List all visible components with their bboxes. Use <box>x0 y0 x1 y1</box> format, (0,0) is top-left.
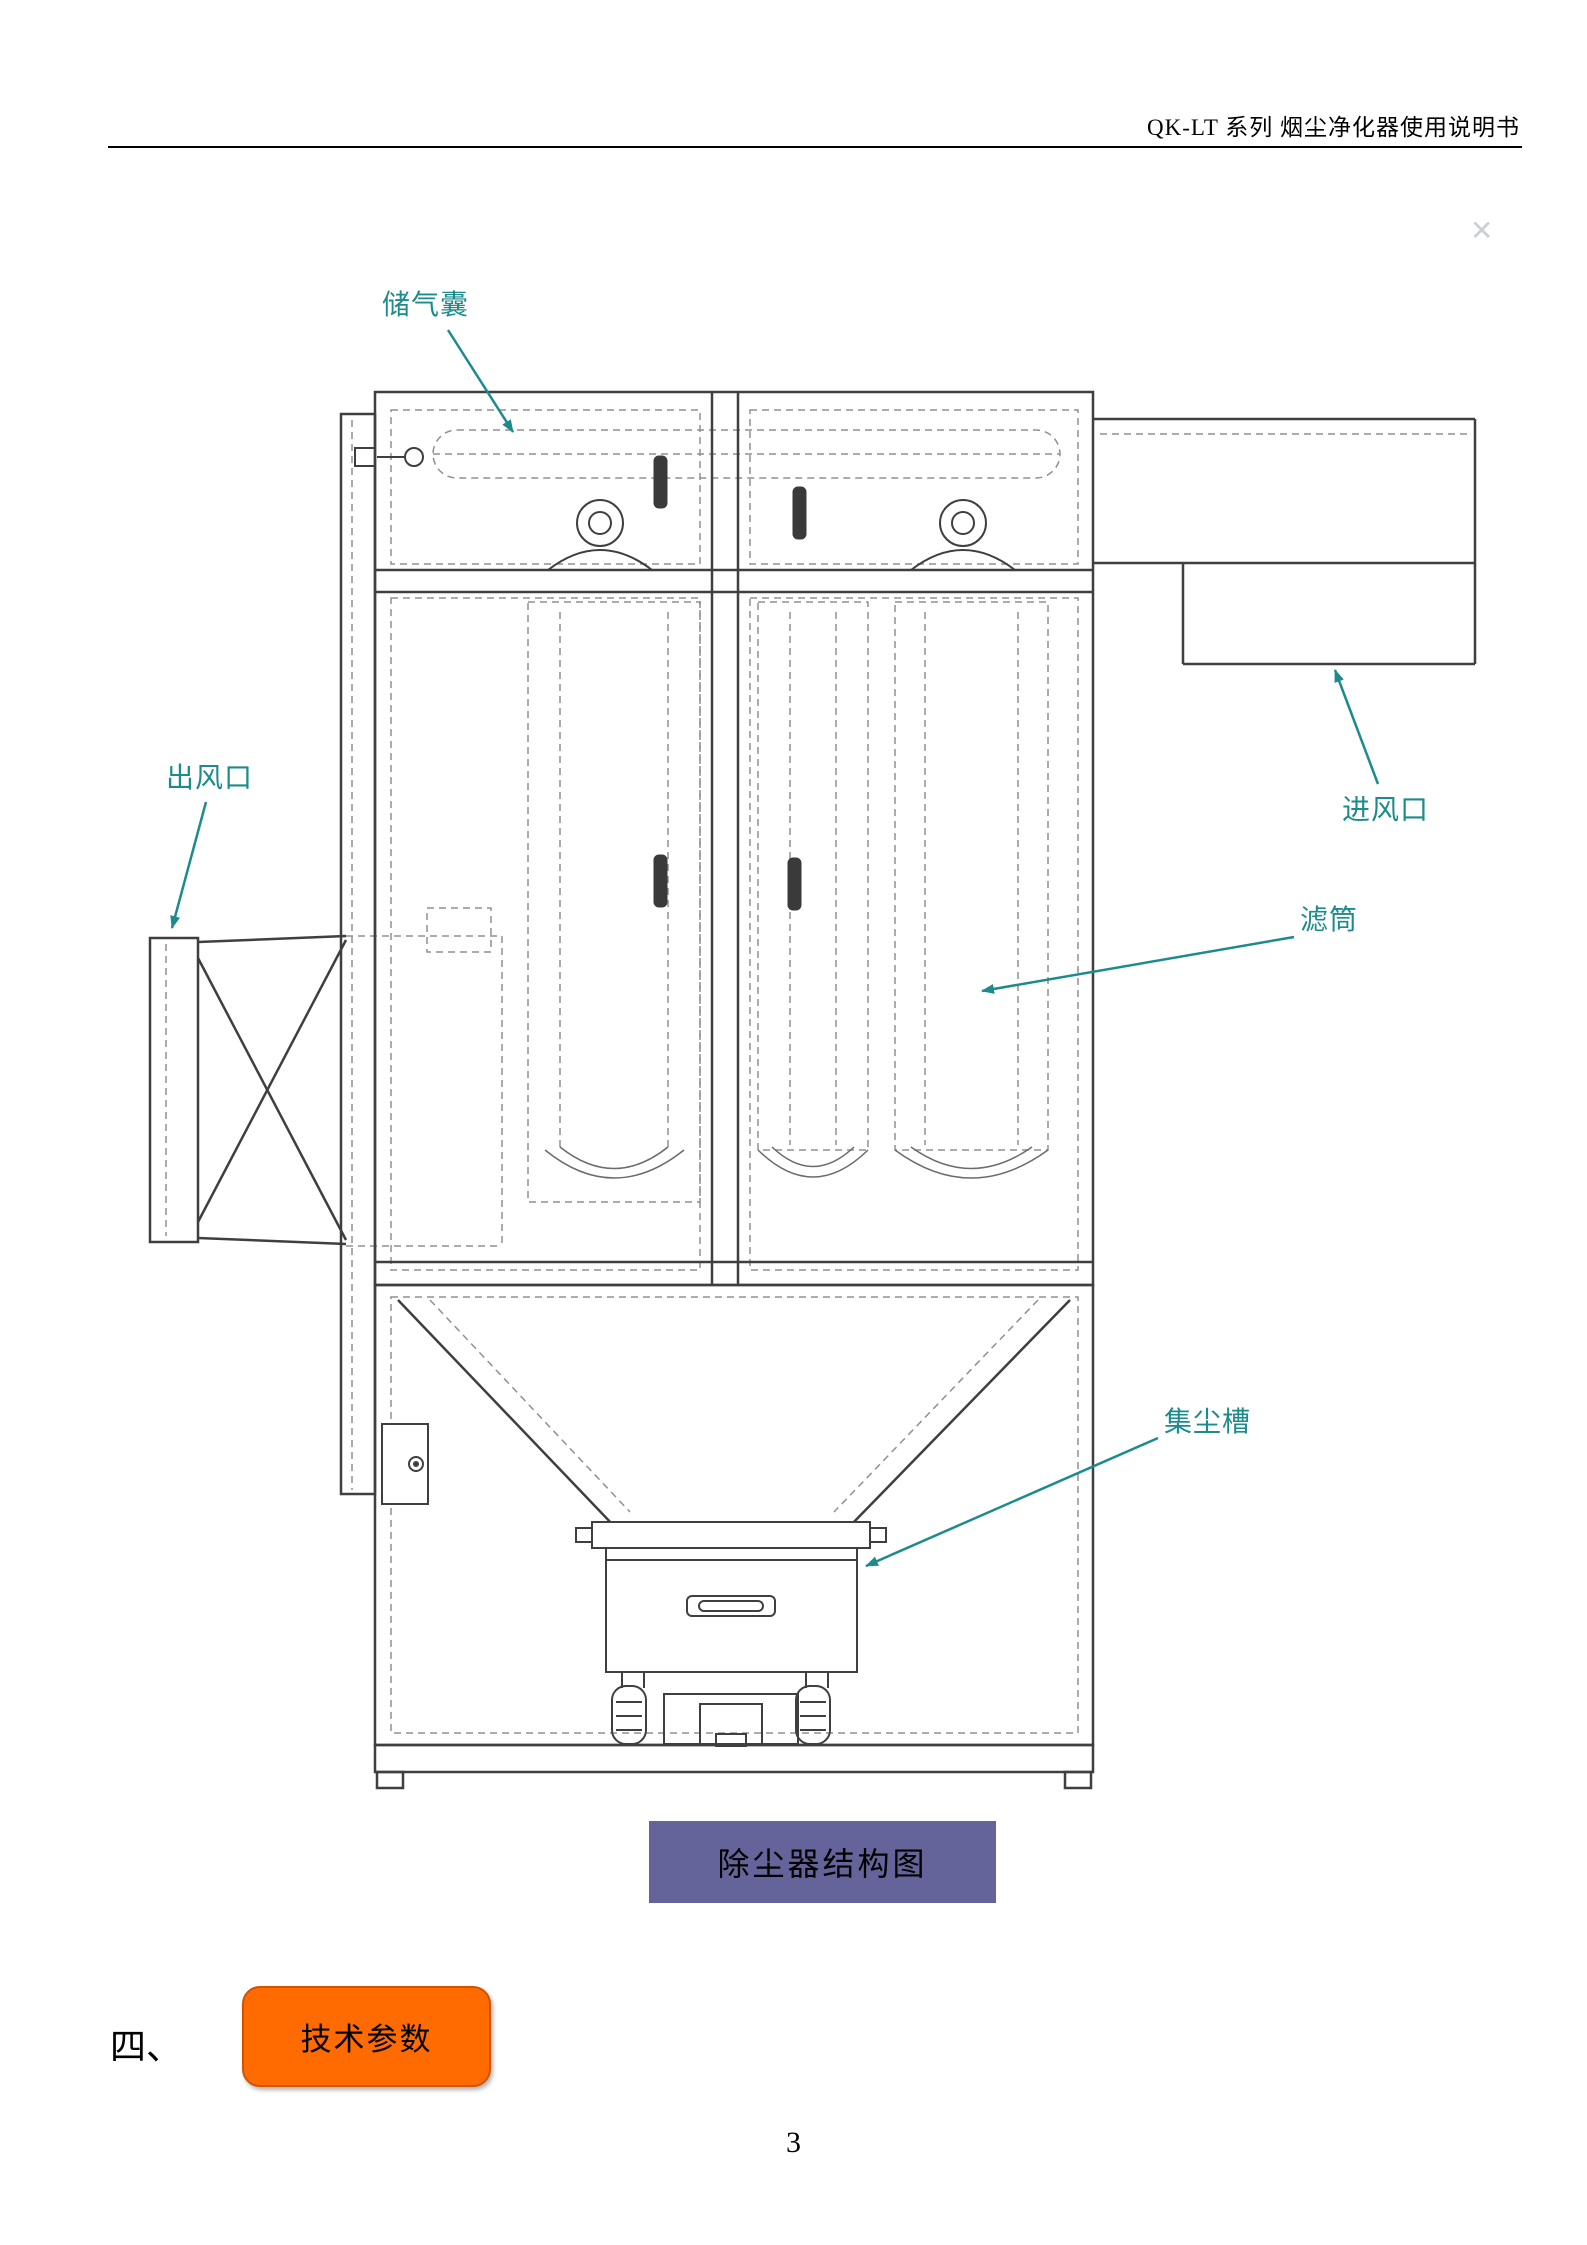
air-outlet-arrow <box>170 801 208 929</box>
dust-tray-arrow <box>865 1436 1159 1568</box>
pulse-valves <box>354 447 1016 571</box>
page-number: 3 <box>786 2126 801 2159</box>
section-number: 四、 <box>110 2027 183 2067</box>
air-bag-arrow <box>446 329 515 433</box>
air-inlet-arrow <box>1333 669 1380 785</box>
watermark-icon: ✕ <box>1470 214 1494 247</box>
label-air-outlet: 出风口 <box>166 763 254 794</box>
label-air-inlet: 进风口 <box>1342 795 1430 826</box>
diagram-caption-text: 除尘器结构图 <box>717 1846 928 1882</box>
hopper-funnel <box>397 1299 1071 1527</box>
label-filter-cartridge: 滤筒 <box>1300 905 1359 936</box>
label-air-bag: 储气囊 <box>382 290 470 321</box>
filter-cartridge-arrow <box>981 935 1295 994</box>
control-box <box>381 1423 429 1505</box>
outlet-duct <box>148 934 348 1246</box>
tech-params-button: 技术参数 <box>242 1986 491 2087</box>
label-dust-tray: 集尘槽 <box>1164 1407 1252 1438</box>
header-title: QK-LT 系列 烟尘净化器使用说明书 <box>1147 115 1520 140</box>
filter-cartridges <box>544 1146 1049 1179</box>
header-rule <box>108 146 1522 148</box>
door-handles <box>653 455 807 911</box>
tech-params-label: 技术参数 <box>300 2022 433 2057</box>
dust-bin <box>575 1521 887 1747</box>
inlet-duct <box>1093 417 1477 666</box>
diagram-caption: 除尘器结构图 <box>649 1821 996 1903</box>
leader-arrows <box>170 329 1380 1568</box>
